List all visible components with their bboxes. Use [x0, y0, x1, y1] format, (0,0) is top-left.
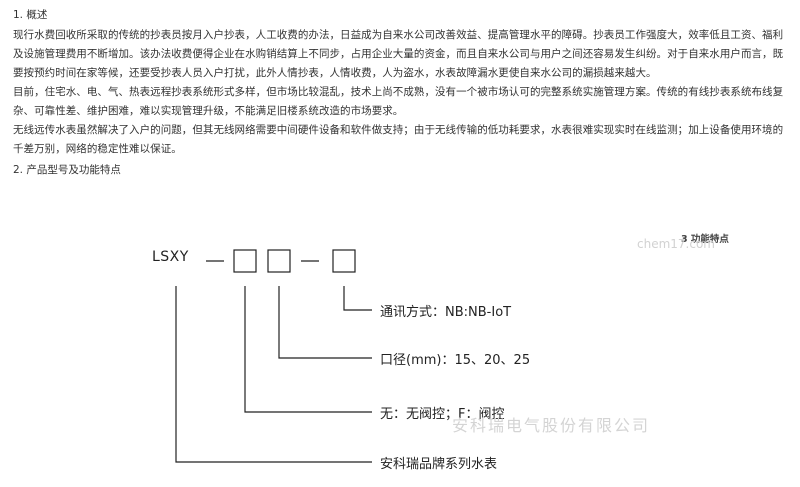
leader-diameter — [278, 286, 372, 359]
watermark-site: chem17.com — [637, 237, 715, 251]
annotation-brand: 安科瑞品牌系列水表 — [380, 457, 498, 472]
annotation-comm: 通讯方式：NB:NB-IoT — [380, 305, 512, 320]
annotation-valve: 无：无阀控；F：阀控 — [380, 407, 505, 422]
watermark-company: 安科瑞电气股份有限公司 — [452, 416, 651, 435]
paragraph-overview-1: 现行水费回收所采取的传统的抄表员按月入户抄表，人工收费的办法，日益成为自来水公司… — [13, 29, 784, 79]
leader-brand — [175, 286, 372, 463]
article-body: 1. 概述 现行水费回收所采取的传统的抄表员按月入户抄表，人工收费的办法，日益成… — [13, 0, 791, 181]
feature-label: 3 功能特点 — [681, 234, 729, 245]
leader-valve — [244, 286, 372, 413]
code-box-2 — [267, 249, 291, 273]
section-heading-overview: 1. 概述 — [13, 9, 48, 21]
code-box-1 — [233, 249, 257, 273]
code-box-3 — [332, 249, 356, 273]
section-heading-model: 2. 产品型号及功能特点 — [13, 164, 121, 176]
leader-comm — [343, 286, 372, 311]
paragraph-overview-3: 无线远传水表虽然解决了入户的问题，但其无线网络需要中间硬件设备和软件做支持；由于… — [13, 124, 784, 155]
annotation-diameter: 口径(mm)：15、20、25 — [380, 353, 531, 368]
paragraph-overview-2: 目前，住宅水、电、气、热表远程抄表系统形式多样，但市场比较混乱，技术上尚不成熟，… — [13, 86, 784, 117]
model-prefix: LSXY — [152, 249, 189, 265]
